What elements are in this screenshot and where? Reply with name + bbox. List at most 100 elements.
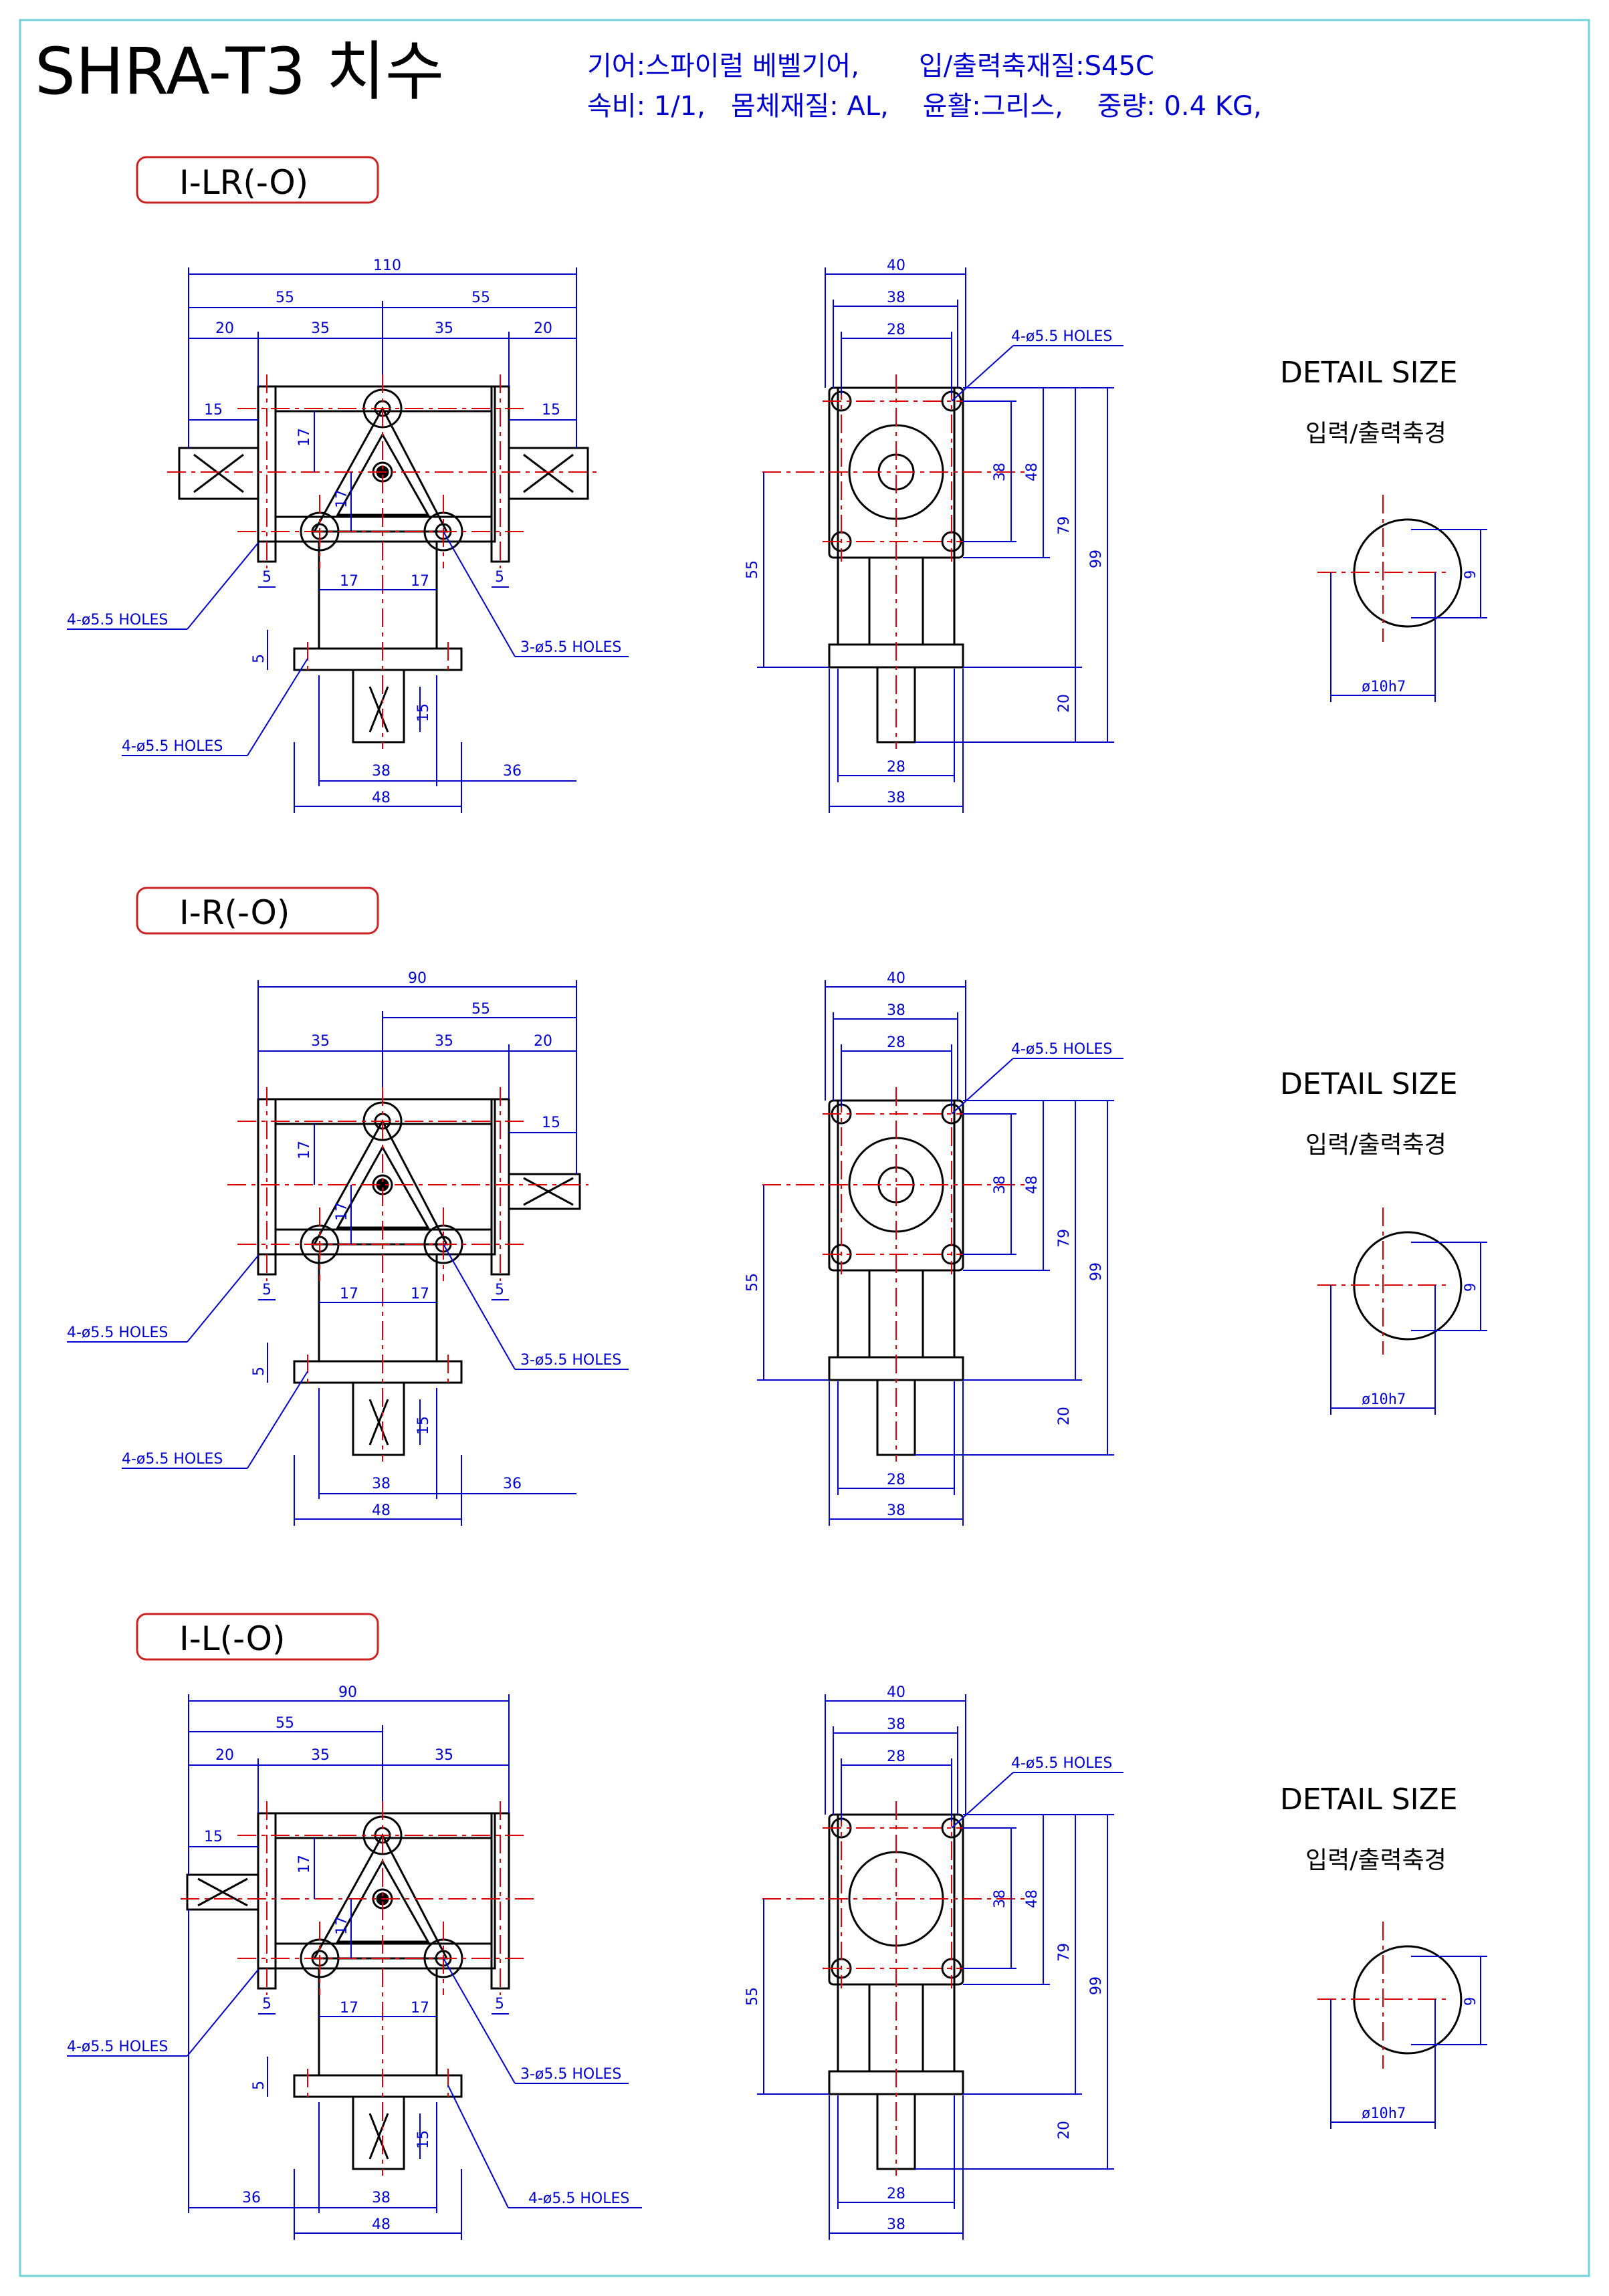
svg-text:48: 48: [1024, 1889, 1041, 1908]
svg-text:15: 15: [204, 1829, 223, 1845]
svg-text:20: 20: [534, 320, 552, 337]
svg-text:17: 17: [334, 1202, 350, 1221]
svg-text:38: 38: [992, 1889, 1008, 1908]
svg-text:20: 20: [1056, 1407, 1073, 1425]
svg-text:5: 5: [251, 1367, 267, 1376]
svg-text:35: 35: [435, 320, 453, 337]
svg-text:3-ø5.5 HOLES: 3-ø5.5 HOLES: [520, 2066, 621, 2083]
svg-text:ø10h7: ø10h7: [1362, 679, 1406, 695]
svg-text:110: 110: [373, 257, 401, 274]
svg-text:4-ø5.5 HOLES: 4-ø5.5 HOLES: [528, 2190, 629, 2207]
svg-text:38: 38: [992, 463, 1008, 481]
svg-text:48: 48: [1024, 463, 1041, 481]
section-label: I-R(-O): [179, 893, 290, 932]
svg-text:48: 48: [372, 790, 391, 806]
svg-text:55: 55: [471, 290, 490, 306]
svg-text:90: 90: [408, 970, 427, 987]
svg-text:48: 48: [372, 2216, 391, 2233]
svg-text:17: 17: [296, 1855, 313, 1873]
svg-text:15: 15: [415, 703, 432, 722]
svg-text:4-ø5.5 HOLES: 4-ø5.5 HOLES: [122, 738, 223, 755]
svg-text:15: 15: [204, 402, 223, 419]
svg-text:36: 36: [503, 1476, 522, 1492]
svg-text:15: 15: [542, 402, 560, 419]
detail-shaft-section: 9 ø10h7: [1317, 1208, 1487, 1415]
svg-text:55: 55: [744, 1987, 761, 2006]
svg-text:17: 17: [296, 1141, 313, 1159]
svg-text:35: 35: [311, 1747, 330, 1764]
svg-text:5: 5: [262, 1996, 272, 2013]
side-dimensions: [757, 1694, 1123, 2240]
svg-text:9: 9: [1463, 1997, 1479, 2006]
svg-text:17: 17: [411, 573, 429, 590]
svg-text:4-ø5.5 HOLES: 4-ø5.5 HOLES: [1011, 328, 1112, 345]
detail-shaft-section: 9 ø10h7: [1317, 495, 1487, 702]
svg-text:4-ø5.5 HOLES: 4-ø5.5 HOLES: [1011, 1755, 1112, 1772]
side-dimension-text: 40 38 28 4-ø5.5 HOLES 38 48 79 99 55 20 …: [744, 1684, 1112, 2233]
svg-text:17: 17: [411, 2000, 429, 2017]
svg-text:38: 38: [372, 2190, 391, 2206]
svg-text:36: 36: [503, 763, 522, 780]
svg-text:35: 35: [435, 1747, 453, 1764]
svg-text:90: 90: [338, 1684, 357, 1701]
spec-line-1: 기어:스파이럴 베벨기어, 입/출력축재질:S45C: [587, 51, 1154, 82]
svg-text:9: 9: [1463, 570, 1479, 579]
section-label-box: [136, 156, 379, 204]
detail-shaft-section: 9 ø10h7: [1317, 1922, 1487, 2129]
side-dimension-text: 40 38 28 4-ø5.5 HOLES 38 48 79 99 55 20 …: [744, 970, 1112, 1519]
section-label: I-LR(-O): [179, 163, 308, 202]
svg-text:28: 28: [887, 759, 905, 776]
svg-text:9: 9: [1463, 1283, 1479, 1292]
svg-text:38: 38: [887, 790, 905, 806]
svg-text:79: 79: [1056, 1943, 1073, 1962]
svg-text:38: 38: [887, 290, 905, 306]
svg-text:35: 35: [435, 1033, 453, 1050]
svg-text:4-ø5.5 HOLES: 4-ø5.5 HOLES: [1011, 1041, 1112, 1058]
svg-text:20: 20: [215, 1747, 234, 1764]
svg-text:17: 17: [296, 428, 313, 447]
svg-text:17: 17: [334, 1916, 350, 1935]
front-dimensions: [67, 980, 629, 1526]
section-i-r: I-R(-O): [67, 887, 1487, 1526]
svg-text:38: 38: [887, 1502, 905, 1519]
detail-title: DETAIL SIZE: [1280, 1783, 1458, 1817]
svg-text:15: 15: [415, 1416, 432, 1435]
svg-text:79: 79: [1056, 516, 1073, 535]
side-dimension-text: 40 38 28 4-ø5.5 HOLES 38 48 79 99 55 20 …: [744, 257, 1112, 806]
svg-text:99: 99: [1088, 1262, 1105, 1281]
svg-text:55: 55: [744, 1273, 761, 1292]
front-centerlines: [181, 1801, 535, 2176]
svg-text:3-ø5.5 HOLES: 3-ø5.5 HOLES: [520, 639, 621, 656]
svg-text:4-ø5.5 HOLES: 4-ø5.5 HOLES: [67, 2039, 168, 2055]
svg-text:5: 5: [495, 569, 504, 586]
side-dimensions: [757, 980, 1123, 1526]
svg-text:55: 55: [471, 1001, 490, 1018]
svg-text:28: 28: [887, 2186, 905, 2202]
side-centerlines: [762, 374, 1030, 749]
front-centerlines: [227, 1087, 588, 1462]
svg-text:40: 40: [887, 970, 905, 987]
svg-text:35: 35: [311, 320, 330, 337]
detail-title: DETAIL SIZE: [1280, 1067, 1458, 1101]
front-dimensions: [67, 1694, 642, 2240]
front-centerlines: [167, 374, 602, 749]
svg-text:5: 5: [251, 2081, 267, 2090]
svg-text:40: 40: [887, 257, 905, 274]
detail-title: DETAIL SIZE: [1280, 356, 1458, 390]
detail-subtitle: 입력/출력축경: [1305, 420, 1446, 447]
svg-text:20: 20: [534, 1033, 552, 1050]
svg-text:5: 5: [251, 654, 267, 663]
front-dimension-text: 90 55 20 35 35 15 17 17 5 5 36 38 48 17 …: [67, 1684, 629, 2233]
svg-text:99: 99: [1088, 550, 1105, 568]
svg-text:ø10h7: ø10h7: [1362, 1391, 1406, 1408]
svg-text:17: 17: [334, 489, 350, 508]
sheet-border: [19, 19, 1590, 2277]
svg-text:3-ø5.5 HOLES: 3-ø5.5 HOLES: [520, 1352, 621, 1369]
svg-text:79: 79: [1056, 1229, 1073, 1248]
svg-text:28: 28: [887, 322, 905, 338]
front-dimensions: [67, 267, 629, 813]
svg-text:38: 38: [372, 1476, 391, 1492]
svg-text:38: 38: [887, 2216, 905, 2233]
svg-text:48: 48: [372, 1502, 391, 1519]
side-centerlines: [762, 1801, 1030, 2176]
